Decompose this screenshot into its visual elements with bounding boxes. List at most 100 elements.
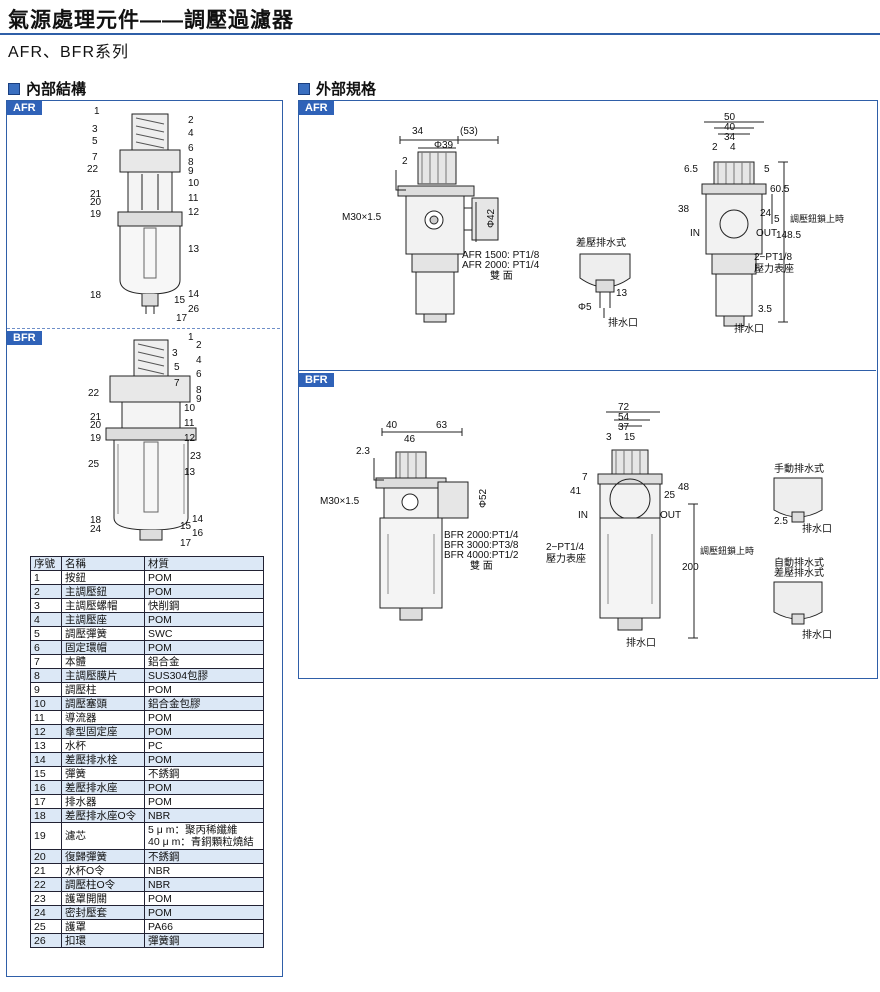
afr-dim-label: 38 — [678, 204, 690, 215]
table-cell-no: 4 — [30, 612, 62, 627]
table-cell-nm: 彈簧 — [61, 766, 145, 781]
table-cell-nm: 調壓彈簧 — [61, 626, 145, 641]
table-cell-nm: 傘型固定座 — [61, 724, 145, 739]
afr-internal-drawing: 1 2 3 4 5 6 7 8 22 9 10 21 20 11 19 12 1… — [87, 106, 200, 324]
table-cell-mat: POM — [144, 794, 264, 809]
afr-dim-label: 34 — [412, 126, 424, 137]
bfr-part-label: 11 — [184, 418, 195, 429]
afr-dim-label: Φ39 — [434, 140, 454, 151]
bfr-dim-label: BFR 4000:PT1/2 — [444, 550, 519, 561]
afr-part-label: 3 — [92, 124, 98, 135]
table-cell-mat: POM — [144, 682, 264, 697]
table-cell-nm: 固定環帽 — [61, 640, 145, 655]
afr-part-label: 8 — [188, 157, 194, 168]
afr-dim-label: 24 — [760, 208, 772, 219]
table-cell-no: 26 — [30, 933, 62, 948]
afr-dim-label: 148.5 — [776, 230, 801, 241]
afr-dim-label: 6.5 — [684, 164, 698, 175]
table-cell-no: 15 — [30, 766, 62, 781]
table-cell-nm: 調壓塞頭 — [61, 696, 145, 711]
table-cell-mat: 不銹鋼 — [144, 766, 264, 781]
afr-dim-label: 4 — [730, 142, 736, 153]
bfr-dim-label: 壓力表座 — [546, 552, 586, 565]
bfr-part-label: 12 — [184, 433, 196, 444]
table-cell-mat: POM — [144, 780, 264, 795]
bfr-dim-label: 72 — [618, 402, 630, 413]
afr-dim-label: 排水口 — [734, 322, 764, 335]
table-cell-nm: 主調壓座 — [61, 612, 145, 627]
table-cell-nm: 護罩開關 — [61, 891, 145, 906]
afr-part-label: 12 — [188, 207, 200, 218]
bfr-part-label: 6 — [196, 369, 202, 380]
table-cell-no: 20 — [30, 849, 62, 864]
bfr-part-label: 24 — [90, 524, 102, 535]
bfr-dim-label: BFR 2000:PT1/4 — [444, 530, 519, 541]
bfr-part-label: 5 — [174, 362, 180, 373]
bfr-part-label: 19 — [90, 433, 102, 444]
bfr-part-label: 22 — [88, 388, 100, 399]
afr-part-label: 9 — [188, 166, 194, 177]
table-cell-nm: 扣環 — [61, 933, 145, 948]
afr-tag: AFR — [7, 101, 42, 115]
table-cell-no: 10 — [30, 696, 62, 711]
table-cell-mat: POM — [144, 584, 264, 599]
section-external-heading: 外部規格 — [298, 78, 376, 99]
afr-dim-label: IN — [690, 228, 700, 239]
table-cell-no: 23 — [30, 891, 62, 906]
section-square-icon — [8, 82, 20, 95]
table-cell-no: 22 — [30, 877, 62, 892]
table-cell-mat: 鋁合金 — [144, 654, 264, 669]
table-cell-no: 11 — [30, 710, 62, 725]
table-cell-mat: 彈簧鋼 — [144, 933, 264, 948]
table-cell-nm: 主調壓鈕 — [61, 584, 145, 599]
table-cell-nm: 按鈕 — [61, 570, 145, 585]
table-cell-nm: 密封壓套 — [61, 905, 145, 920]
bfr-dim-label: 2.3 — [356, 446, 370, 457]
afr-part-label: 15 — [174, 295, 186, 306]
table-cell-no: 19 — [30, 822, 62, 850]
bfr-dim-label: 調壓鈕鎖上時 — [700, 545, 754, 556]
bfr-dim-label: 41 — [570, 486, 582, 497]
bfr-dim-label: BFR 3000:PT3/8 — [444, 540, 519, 551]
afr-dim-label: Φ42 — [486, 208, 497, 228]
table-cell-nm: 差壓排水栓 — [61, 752, 145, 767]
bfr-dim-label: 25 — [664, 490, 676, 501]
table-cell-no: 9 — [30, 682, 62, 697]
afr-part-label: 22 — [87, 164, 99, 175]
table-cell-mat: POM — [144, 640, 264, 655]
afr-external-drawing: 34 (53) Φ39 2 M30×1.5 Φ42 AFR 1500: PT1/… — [342, 112, 844, 335]
page-subtitle: AFR、BFR系列 — [8, 44, 130, 61]
table-cell-mat: POM — [144, 710, 264, 725]
afr-part-label: 13 — [188, 244, 200, 255]
afr-dim-label: 50 — [724, 112, 736, 123]
afr-dim-label: 3.5 — [758, 304, 772, 315]
table-cell-no: 3 — [30, 598, 62, 613]
col-header-name: 名稱 — [61, 556, 145, 571]
afr-dim-label: 壓力表座 — [754, 262, 794, 275]
manual-drain-title: 手動排水式 — [774, 462, 824, 475]
table-cell-mat: 鋁合金包膠 — [144, 696, 264, 711]
table-cell-no: 8 — [30, 668, 62, 683]
afr-dim-label: 2 — [712, 142, 718, 153]
afr-part-label: 7 — [92, 152, 98, 163]
table-cell-no: 21 — [30, 863, 62, 878]
bfr-ext-tag: BFR — [299, 373, 334, 387]
table-cell-nm: 復歸彈簧 — [61, 849, 145, 864]
afr-part-label: 18 — [90, 290, 102, 301]
auto-drain-dim: 排水口 — [802, 628, 832, 641]
table-cell-mat: POM — [144, 752, 264, 767]
afr-dim-label: (53) — [460, 126, 478, 137]
table-cell-mat: POM — [144, 724, 264, 739]
afr-drain-dim: Φ5 — [578, 302, 592, 313]
afr-part-label: 2 — [188, 115, 194, 126]
afr-drain-dim: 13 — [616, 288, 628, 299]
